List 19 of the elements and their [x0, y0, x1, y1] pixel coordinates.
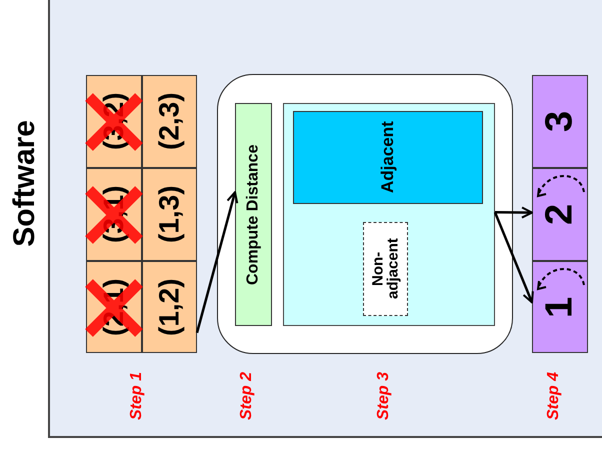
dashed-box: Non-adjacent: [363, 222, 408, 316]
step-label: Step 4: [545, 372, 563, 420]
step-label: Step 1: [128, 372, 146, 420]
order-cell: 2: [532, 168, 588, 261]
process-box: Adjacent: [293, 111, 483, 204]
order-cell: 1: [532, 261, 588, 353]
arrow: [494, 206, 533, 219]
step-label: Step 2: [238, 372, 256, 420]
pair-cell: (1,3): [142, 168, 197, 261]
step-label: Step 3: [375, 372, 393, 420]
section-label: Software: [8, 120, 42, 247]
rounded-container: [217, 74, 513, 354]
arrow: [196, 191, 238, 334]
pair-cell: (1,2): [142, 261, 197, 353]
order-cell: 3: [532, 75, 588, 168]
process-box: Compute Distance: [234, 102, 272, 326]
arrow: [494, 212, 534, 304]
pair-cell: (2,3): [142, 75, 197, 168]
panel-box: [282, 102, 494, 326]
